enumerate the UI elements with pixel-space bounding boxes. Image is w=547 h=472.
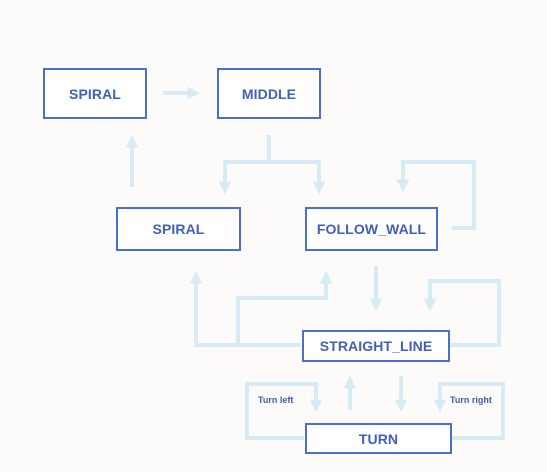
arrow-turn-left-loop	[245, 382, 323, 440]
state-straight-line: STRAIGHT_LINE	[302, 330, 450, 362]
label-turn-right: Turn right	[450, 395, 492, 405]
arrow-straight-line-to-spiral	[189, 270, 300, 347]
arrow-follow-wall-self-loop	[396, 160, 476, 230]
label-turn-left: Turn left	[258, 395, 294, 405]
state-turn: TURN	[305, 423, 452, 454]
state-spiral-top: SPIRAL	[43, 68, 147, 119]
arrow-middle-to-follow-wall	[269, 160, 326, 195]
arrow-straight-line-to-follow-wall	[236, 270, 333, 345]
arrow-middle-to-spiral	[218, 160, 269, 195]
state-middle: MIDDLE	[217, 68, 321, 119]
state-follow-wall: FOLLOW_WALL	[305, 207, 438, 251]
state-spiral-mid: SPIRAL	[116, 207, 241, 251]
arrow-straight-line-self-loop	[423, 279, 501, 347]
arrow-turn-right-loop	[433, 382, 505, 440]
